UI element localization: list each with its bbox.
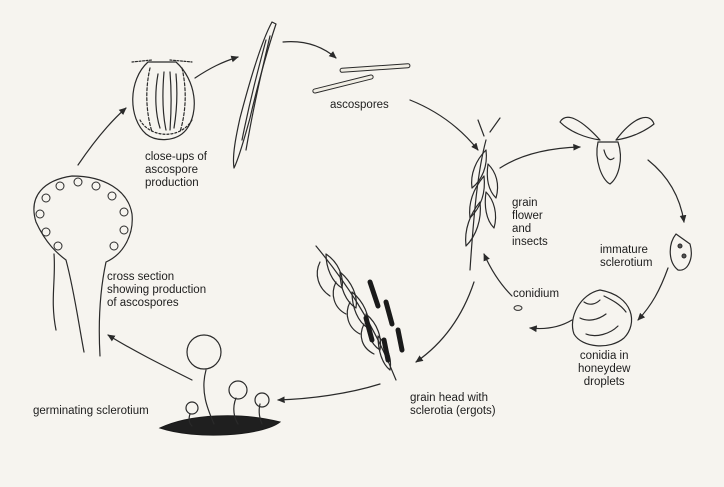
label-closeups: close-ups of ascospore production [145,151,208,189]
arrow-immature-to-conidia [637,267,669,321]
stroma-cross-section-illustration [33,175,133,357]
label-grain-flower: grain flower and insects [512,197,548,248]
ergot-sclerotium-4 [395,327,405,353]
grain-head-with-ergots-illustration [315,245,405,381]
immature-sclerotium-illustration [669,233,692,271]
arrow-grain-head-to-germinating [277,383,381,404]
germinating-sclerotium-illustration [158,334,282,436]
ascus-illustration [232,21,277,169]
label-grain-head: grain head with sclerotia (ergots) [410,392,496,417]
stroma-head-2 [228,380,248,400]
stroma-head-1 [186,334,222,370]
label-conidium: conidium [513,288,560,300]
ergot-sclerotium-3 [363,315,375,343]
grain-flower-illustration [465,117,501,271]
conidium-spore-icon [513,305,523,311]
stroma-head-3 [254,392,270,408]
label-cross-section: cross section showing production of asco… [107,271,207,309]
ergot-sclerotium-1 [367,279,381,309]
ergot-sclerotium-2 [383,299,395,327]
label-immature-sclerotium: immature sclerotium [600,244,653,269]
label-germinating-sclerotium: germinating sclerotium [33,405,149,417]
arrow-germinating-to-cross-section [107,334,193,381]
ergot-sclerotium-5 [381,337,391,363]
arrow-conidium-to-grain-flower [483,253,513,297]
arrow-grain-flower-to-insects [499,143,581,169]
label-ascospores: ascospores [330,99,389,111]
arrow-cross-section-to-closeups [77,107,127,166]
insect-illustration [559,116,655,185]
arrow-grain-flower-to-grain-head [415,281,475,363]
arrow-conidia-to-conidium [529,319,573,333]
conidia-droplet-illustration [571,289,633,347]
arrow-closeups-to-ascus [194,55,239,79]
arrow-ascus-to-ascospores [282,41,337,59]
stroma-head-4 [185,401,199,415]
arrow-ascospores-to-grain-flower [409,99,479,151]
perithecium-closeup-illustration [131,59,195,141]
label-conidia-in-honeydew: conidia in honeydew droplets [578,350,631,388]
arrow-insects-to-immature [647,159,687,223]
ascospores-illustration [312,63,411,94]
